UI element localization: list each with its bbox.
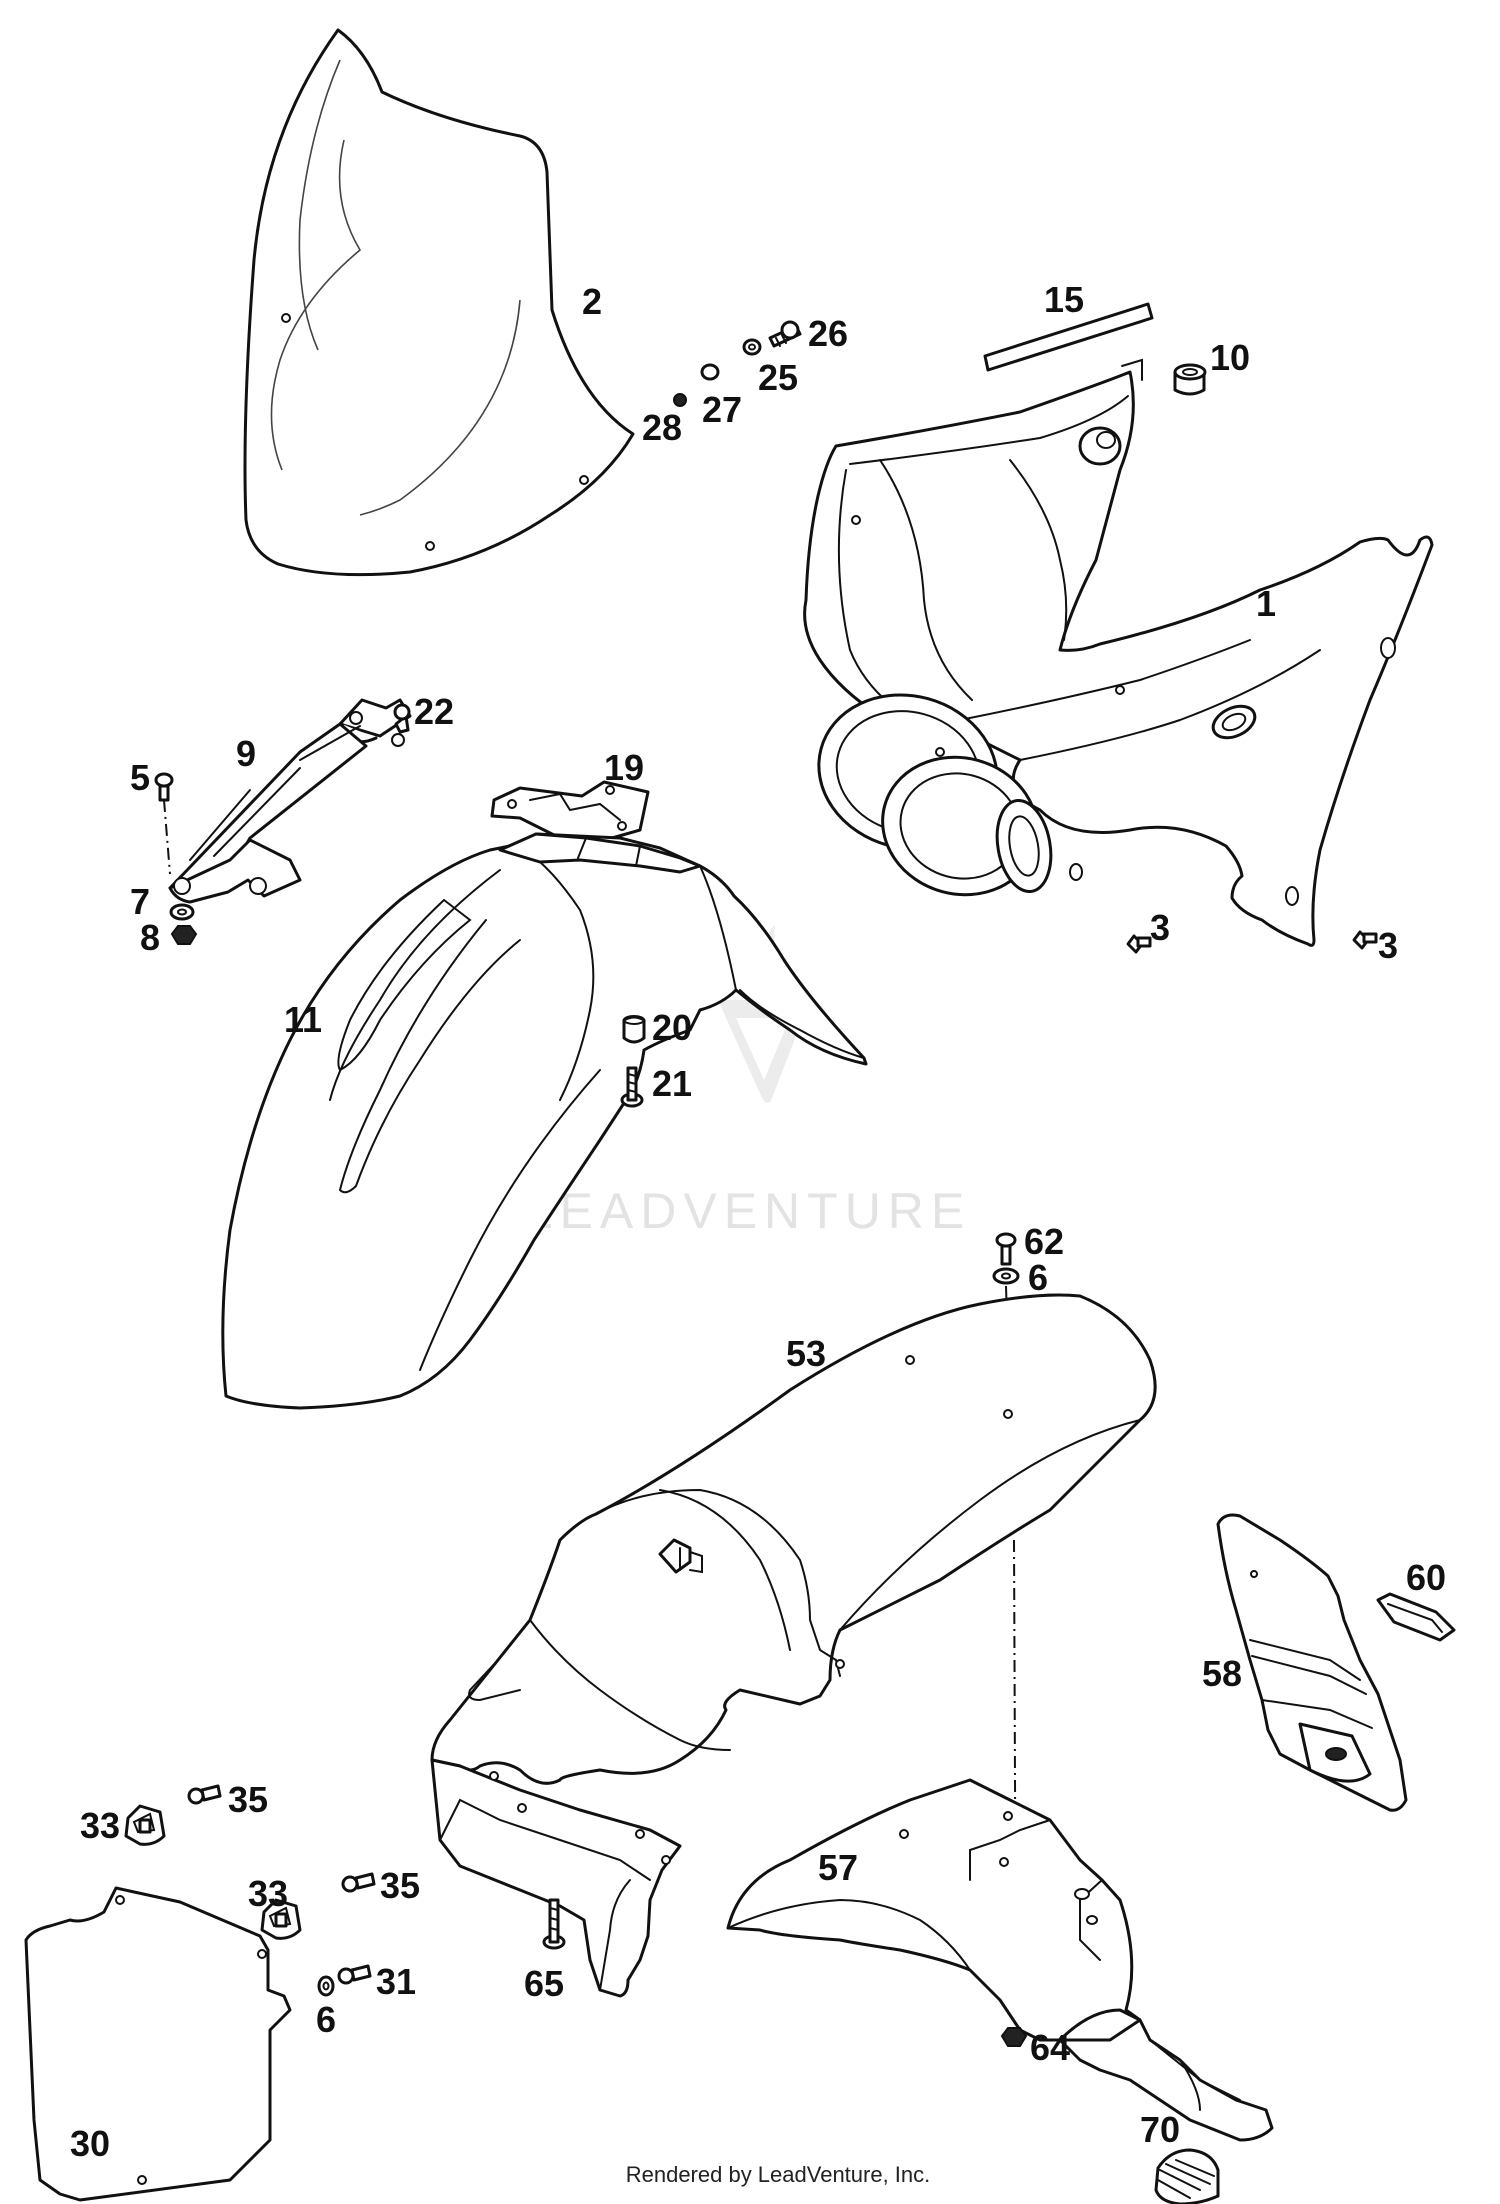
screw-3a-part[interactable] [1126, 934, 1152, 954]
nut-64-part[interactable] [1000, 2027, 1028, 2047]
callout-20: 20 [652, 1007, 692, 1048]
callout-7: 7 [130, 881, 150, 922]
callout-33a: 33 [80, 1805, 120, 1846]
callout-35b: 35 [380, 1865, 420, 1906]
front-fender-part[interactable] [221, 832, 868, 1410]
callout-65: 65 [524, 1963, 564, 2004]
callout-60: 60 [1406, 1557, 1446, 1598]
callout-31: 31 [376, 1961, 416, 2002]
washer-7-part[interactable] [169, 903, 195, 921]
callout-2: 2 [582, 281, 602, 322]
screw-35b-part[interactable] [341, 1872, 376, 1893]
license-holder-part[interactable] [1216, 1513, 1408, 1812]
washer-6b-part[interactable] [317, 1975, 335, 1997]
callout-26: 26 [808, 313, 848, 354]
nut-8-part[interactable] [170, 925, 198, 945]
plate-19-part[interactable] [490, 780, 650, 840]
callout-15: 15 [1044, 279, 1084, 320]
callout-25: 25 [758, 357, 798, 398]
screw-21-part[interactable] [620, 1066, 644, 1108]
callout-30: 30 [70, 2123, 110, 2164]
rear-fender-part[interactable] [430, 1293, 1157, 1998]
callout-6b: 6 [316, 1999, 336, 2040]
callout-28: 28 [642, 407, 682, 448]
screw-26-part[interactable] [768, 320, 802, 348]
callout-10: 10 [1210, 337, 1250, 378]
callout-53: 53 [786, 1333, 826, 1374]
nut-28-part[interactable] [673, 393, 687, 407]
clip-33a-part[interactable] [124, 1804, 166, 1846]
bracket-part[interactable] [168, 698, 412, 904]
clip-33b-part[interactable] [260, 1898, 302, 1940]
callout-11: 11 [284, 999, 322, 1040]
rear-mudflap-part[interactable] [726, 1778, 1274, 2142]
callout-5: 5 [130, 757, 150, 798]
callout-35a: 35 [228, 1779, 268, 1820]
washer-25-part[interactable] [742, 338, 762, 356]
watermark-text: LEADVENTURE [525, 1183, 972, 1239]
grommet-part[interactable] [1173, 363, 1207, 396]
callout-3b: 3 [1378, 925, 1398, 966]
callout-6a: 6 [1028, 1257, 1048, 1298]
screw-3b-part[interactable] [1352, 930, 1378, 950]
reflector-part[interactable] [1376, 1592, 1456, 1642]
callout-1: 1 [1256, 583, 1276, 624]
callout-19: 19 [604, 747, 644, 788]
callout-8: 8 [140, 917, 160, 958]
screw-22-part[interactable] [393, 703, 411, 734]
callout-58: 58 [1202, 1653, 1242, 1694]
reflector-cap-part[interactable] [1154, 2148, 1220, 2204]
render-credit: Rendered by LeadVenture, Inc. [626, 2162, 931, 2187]
callout-labels: 1 2 3 3 5 6 6 7 8 9 10 11 15 19 20 21 22… [70, 279, 1446, 2164]
screw-62-part[interactable] [995, 1232, 1017, 1266]
screw-65-part[interactable] [542, 1898, 566, 1950]
screw-35a-part[interactable] [187, 1784, 222, 1805]
callout-9: 9 [236, 733, 256, 774]
callout-64: 64 [1030, 2027, 1070, 2068]
washer-6a-part[interactable] [992, 1267, 1020, 1285]
callout-70: 70 [1140, 2109, 1180, 2150]
callout-27: 27 [702, 389, 742, 430]
nut-20-part[interactable] [622, 1015, 646, 1044]
headlight-fairing-part[interactable] [801, 358, 1434, 947]
callout-22: 22 [414, 691, 454, 732]
callout-62: 62 [1024, 1221, 1064, 1262]
windshield-part[interactable] [243, 28, 635, 577]
plate-30-part[interactable] [24, 1886, 292, 2202]
callout-33b: 33 [248, 1873, 288, 1914]
strip-part[interactable] [983, 302, 1154, 372]
washer-27-part[interactable] [700, 363, 720, 381]
callout-57: 57 [818, 1847, 858, 1888]
screw-31-part[interactable] [337, 1964, 372, 1985]
callout-3a: 3 [1150, 907, 1170, 948]
callout-21: 21 [652, 1063, 692, 1104]
screw-5-part[interactable] [154, 772, 174, 875]
